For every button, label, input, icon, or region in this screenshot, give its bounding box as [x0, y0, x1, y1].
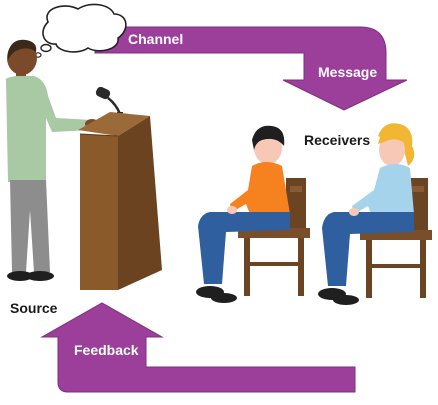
source-label: Source — [10, 300, 58, 316]
feedback-arrow — [40, 302, 356, 393]
receiver-one-shirt — [230, 162, 290, 214]
receiver-two — [318, 123, 432, 305]
speaker-figure — [5, 39, 99, 281]
channel-label: Channel — [128, 31, 184, 47]
feedback-label: Feedback — [74, 342, 139, 358]
podium — [78, 112, 162, 290]
speech-bubble-icon — [34, 3, 127, 58]
receiver-one — [196, 125, 310, 303]
message-label: Message — [318, 64, 378, 80]
receivers-label: Receivers — [304, 132, 371, 148]
receiver-two-shirt — [352, 164, 414, 216]
speaker-pants — [10, 180, 50, 272]
channel-message-arrow — [94, 26, 408, 111]
speaker-shirt — [5, 76, 92, 182]
